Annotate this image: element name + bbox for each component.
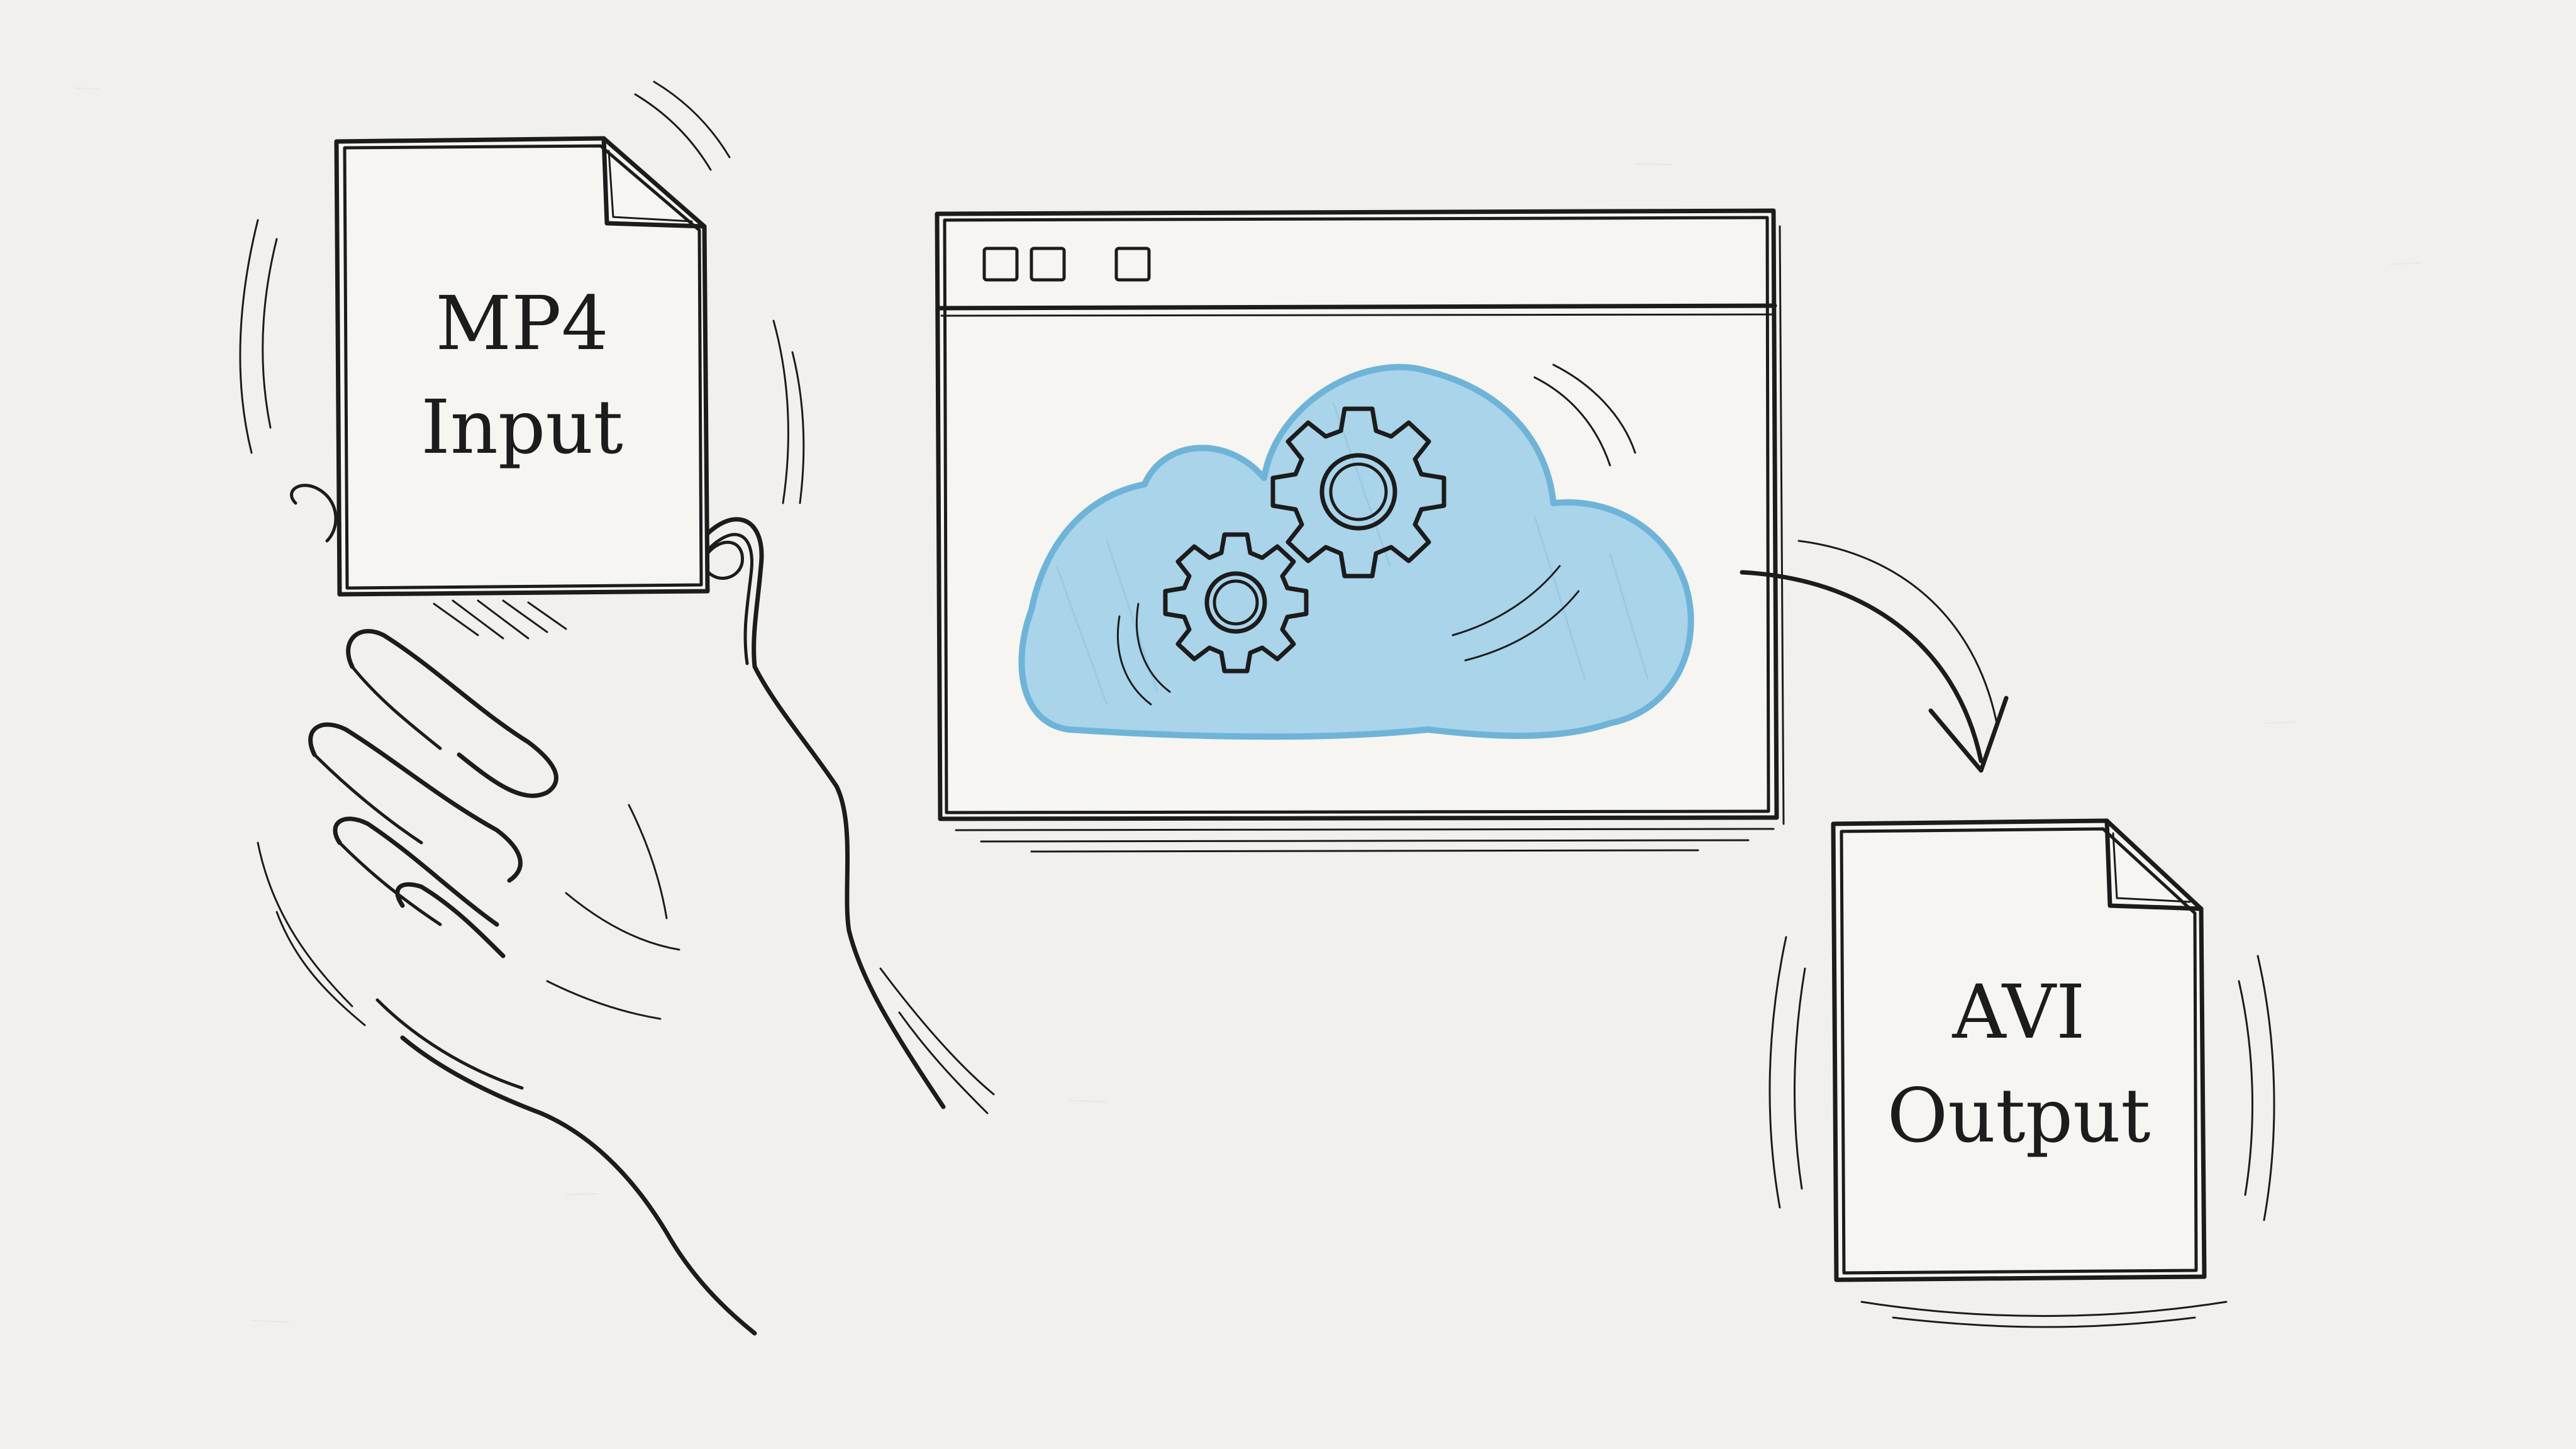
output-doc-motion-lines	[1768, 936, 2275, 1328]
large-gear-icon	[1270, 406, 1446, 579]
hand-illustration	[257, 484, 995, 1336]
cloud-processing-icon	[1018, 364, 1694, 740]
avi-output-document: AVI Output	[1768, 818, 2275, 1328]
browser-window	[935, 208, 1785, 853]
output-doc-label-line2: Output	[1887, 1072, 2150, 1159]
input-doc-label-line2: Input	[421, 384, 623, 470]
window-control-1[interactable]	[982, 247, 1019, 282]
input-doc-motion-lines	[239, 80, 805, 504]
window-control-3[interactable]	[1114, 247, 1151, 282]
input-doc-label-line1: MP4	[435, 280, 608, 367]
window-shadow	[955, 828, 1775, 853]
conversion-arrow	[1740, 540, 2009, 773]
small-gear-icon	[1163, 532, 1309, 674]
hand-motion-lines	[257, 841, 995, 1114]
window-control-2[interactable]	[1030, 247, 1066, 282]
mp4-input-document: MP4 Input	[239, 80, 805, 597]
output-doc-label-line1: AVI	[1951, 969, 2085, 1055]
